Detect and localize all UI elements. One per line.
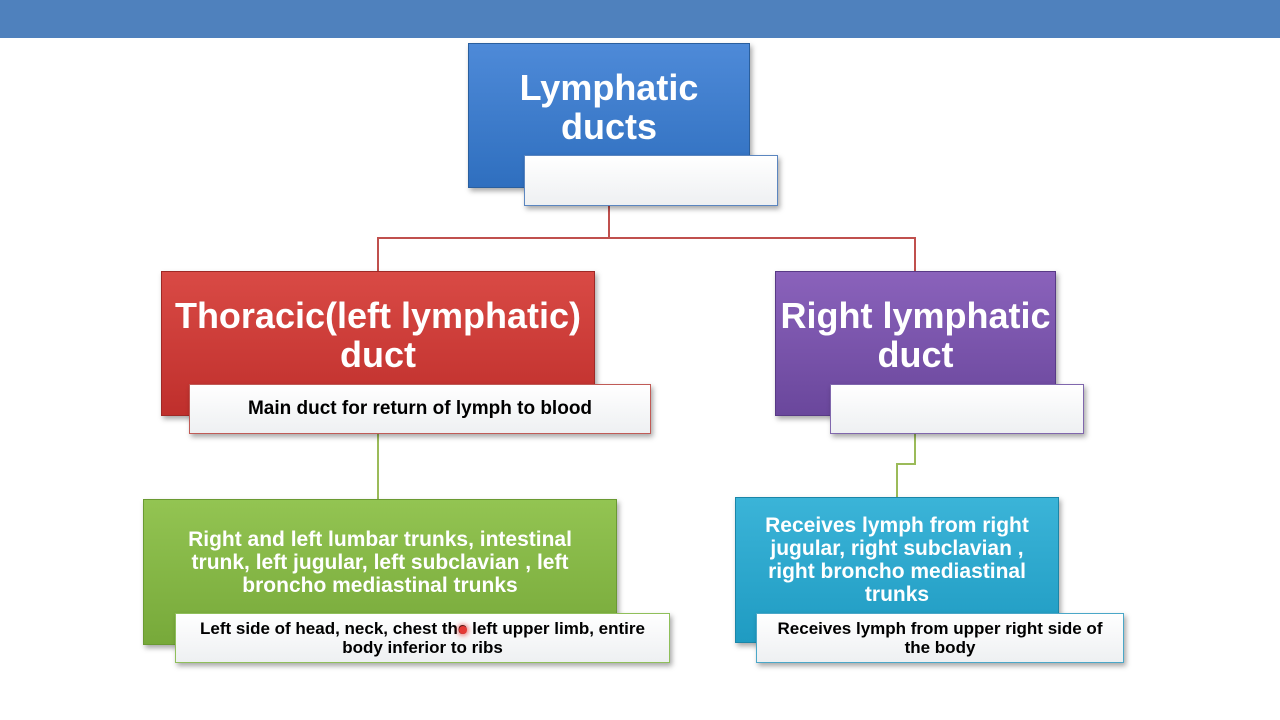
pointer-cursor-icon bbox=[459, 626, 467, 634]
root-node-title: Lymphatic ducts bbox=[519, 67, 699, 147]
right-drainage-note: Receives lymph from upper right side of … bbox=[756, 613, 1124, 663]
right-duct-title: Right lymphatic duct bbox=[780, 295, 1051, 375]
thoracic-duct-title: Thoracic(left lymphatic) duct bbox=[174, 295, 582, 375]
right-tributaries-title: Receives lymph from right jugular, right… bbox=[765, 514, 1029, 606]
connector-right-to-teal bbox=[896, 434, 916, 497]
connector-root-to-children bbox=[377, 206, 610, 271]
thoracic-tributaries-title: Right and left lumbar trunks, intestinal… bbox=[188, 528, 572, 597]
thoracic-drainage-note: Left side of head, neck, chest the left … bbox=[175, 613, 670, 663]
root-node-note bbox=[524, 155, 778, 206]
top-title-bar bbox=[0, 0, 1280, 38]
right-duct-note bbox=[830, 384, 1084, 434]
thoracic-duct-note: Main duct for return of lymph to blood bbox=[189, 384, 651, 434]
connector-root-to-right bbox=[609, 237, 916, 271]
